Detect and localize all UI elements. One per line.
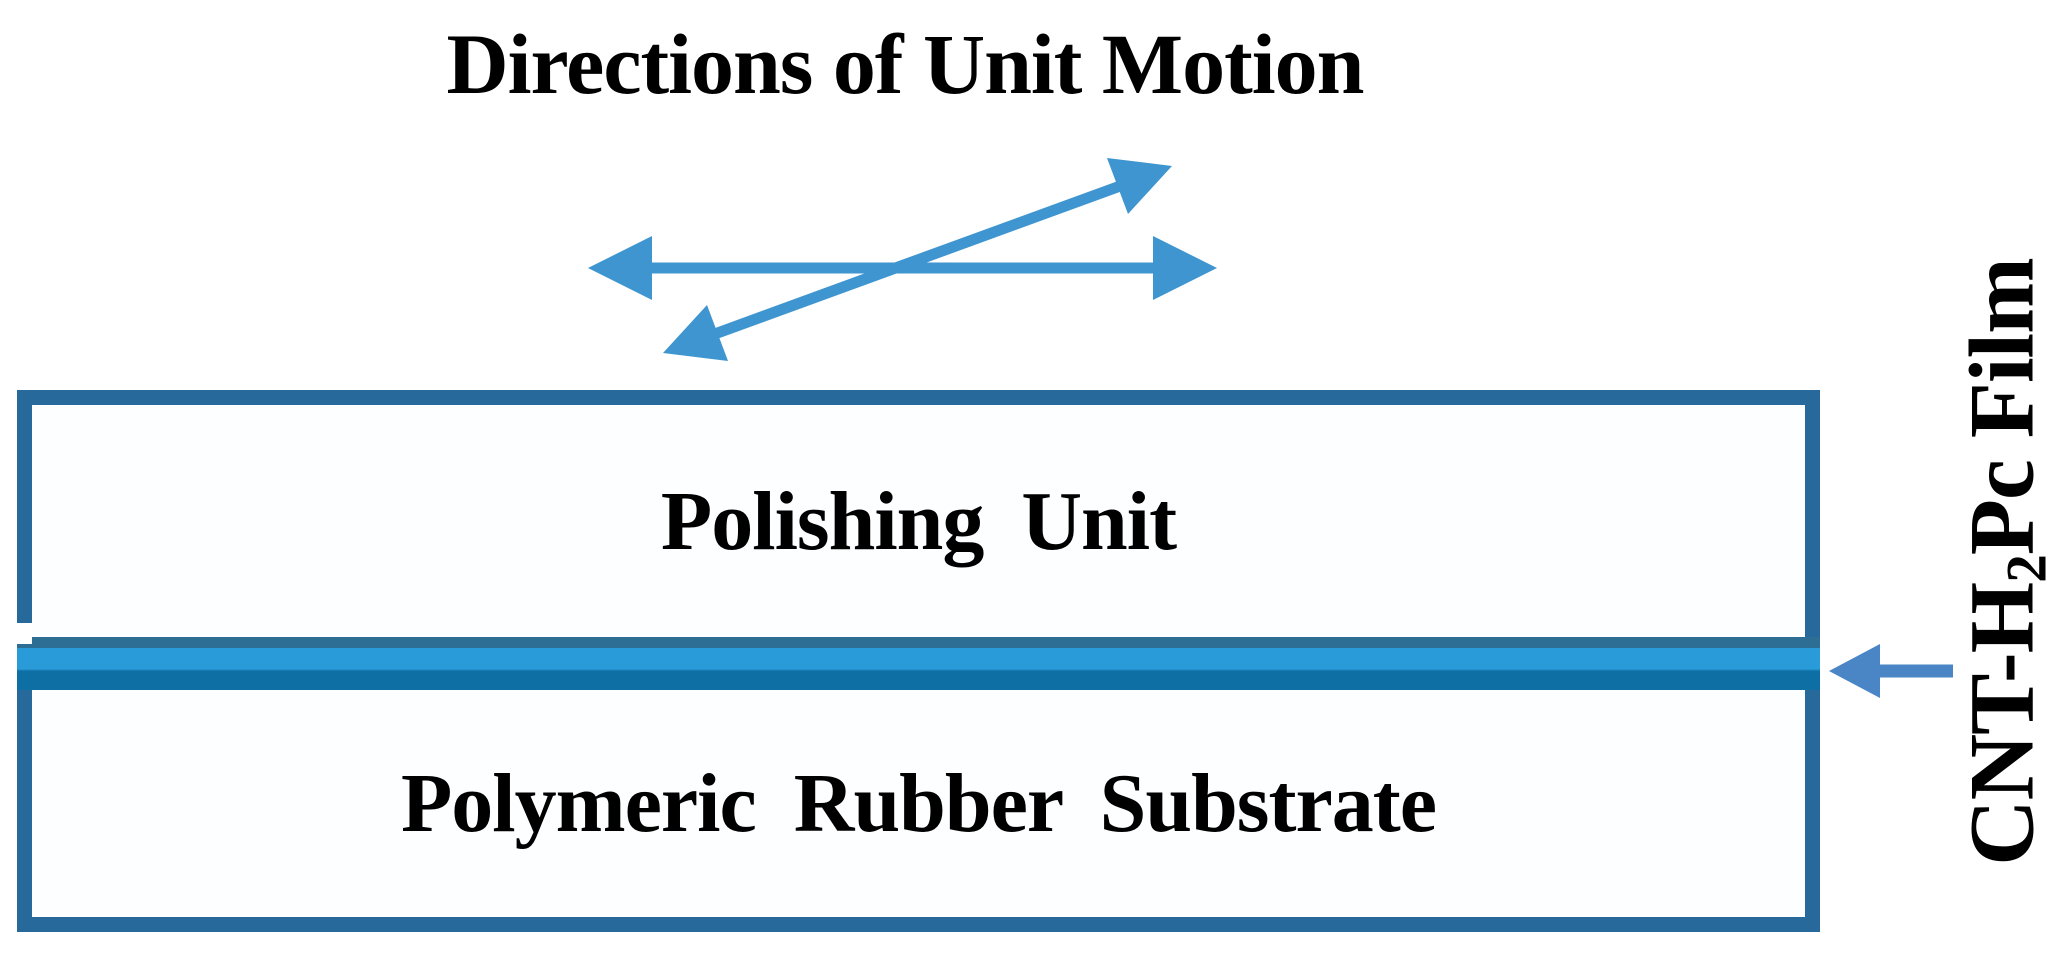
film-pointer-arrow-icon — [1829, 644, 1953, 698]
diagram-title: Directions of Unit Motion — [446, 16, 1365, 112]
substrate-label: Polymeric Rubber Substrate — [400, 757, 1437, 850]
double-arrow-diagonal-icon — [663, 158, 1172, 361]
polishing-unit-label: Polishing Unit — [660, 474, 1177, 568]
left-border-notch — [17, 623, 32, 644]
film-vertical-label: CNT-H2Pc Film — [1949, 258, 2060, 866]
film-strip — [17, 637, 1820, 690]
film-label-prefix: CNT-H — [1950, 582, 2053, 866]
double-arrow-horizontal-icon — [588, 236, 1217, 300]
layer-stack: Polishing Unit Polymeric Rubber Substrat… — [17, 390, 1820, 932]
substrate-box: Polymeric Rubber Substrate — [32, 690, 1805, 917]
film-label-subscript: 2 — [1995, 555, 2059, 583]
film-label-suffix: Pc Film — [1950, 258, 2053, 556]
polishing-unit-box: Polishing Unit — [32, 405, 1805, 637]
